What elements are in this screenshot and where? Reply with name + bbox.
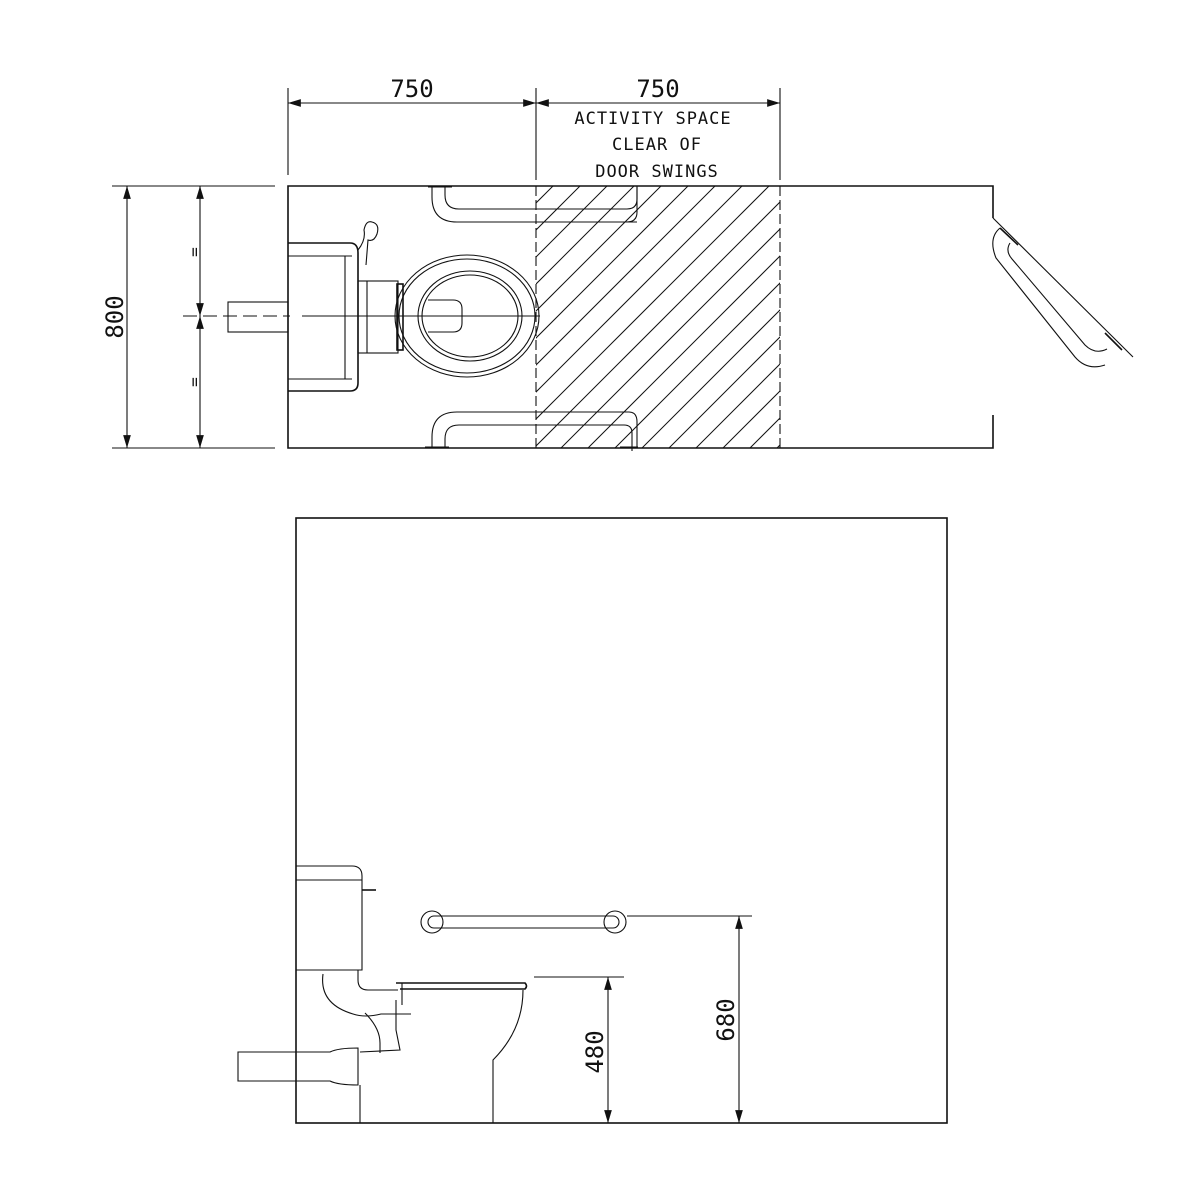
hatch-line [536,186,662,312]
top-dimensions [287,88,781,180]
hatch-line [587,255,780,448]
height-dimensions [534,915,752,1123]
left-dimensions [112,185,275,449]
plan-view: 750 750 ACTIVITY SPACE CLEAR OF DOOR SWI… [101,75,1147,451]
activity-note-line1: ACTIVITY SPACE [574,109,731,129]
grab-rail-bottom [425,411,638,451]
hatch-line [536,186,635,285]
soil-pipe-elevation [237,1047,359,1086]
activity-space-hatch [536,186,1147,448]
grab-rail-elevation [420,910,627,934]
hatch-line [536,186,743,393]
door-leaf [992,217,1134,368]
hatch-line [695,363,780,448]
flush-lever-icon [357,221,379,266]
hatch-line [641,309,780,448]
hatch-line [536,186,770,420]
hatch-line [749,417,780,448]
elevation-wall-outline [295,517,948,1124]
hatch-line [668,336,780,448]
hatch-line [831,186,1093,448]
equal-mark-bottom: = [185,377,204,387]
grab-rail-top [428,186,638,223]
plan-walls [287,185,994,449]
toilet-cistern-plan [227,221,379,392]
hatch-line [858,186,1120,448]
pan-elevation [237,970,528,1123]
elevation-view: 480 680 [237,517,948,1124]
hatch-line [536,186,689,339]
soil-pipe [227,301,289,333]
dimension-480-seat-height: 480 [581,1030,609,1073]
activity-note-line3: DOOR SWINGS [595,162,719,182]
activity-note-line2: CLEAR OF [612,135,702,155]
dimension-800: 800 [101,295,129,338]
hatch-line [536,186,716,366]
hatch-line [722,390,780,448]
hatch-line [536,201,780,447]
hatch-line [804,186,1066,448]
hatch-line [560,228,780,448]
dimension-750-toilet: 750 [390,75,433,103]
hatch-line [885,186,1147,448]
cistern-elevation [296,865,376,971]
hatch-line [536,186,608,258]
dimension-680-rail-height: 680 [712,998,740,1041]
dimension-750-activity: 750 [636,75,679,103]
equal-mark-top: = [185,247,204,257]
hatch-line [614,282,780,448]
